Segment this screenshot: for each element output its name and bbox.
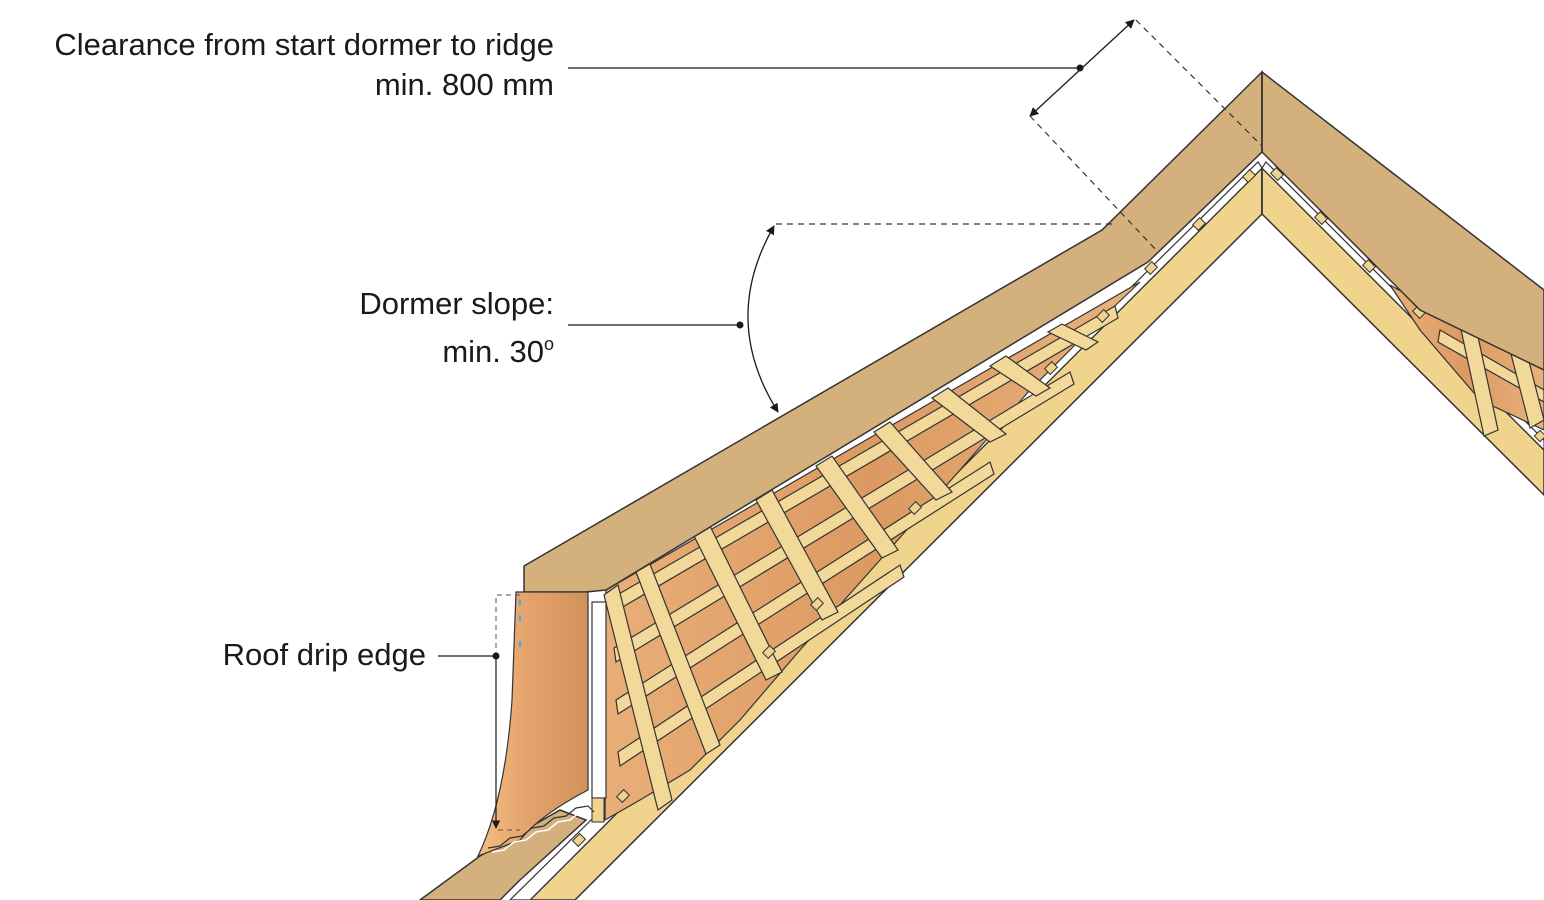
right-cross-battens [1437,317,1544,437]
clearance-extension-upper [1135,19,1263,147]
water-drops [518,598,522,648]
slope-label-value: min. 30 [442,334,544,369]
step-flashing-inner [491,809,591,853]
drip-edge-label-text: Roof drip edge [222,637,426,672]
slope-label: Dormer slope: min. 30o [359,284,554,372]
drip-edge-bracket [495,594,520,831]
drip-edge-fascia [476,591,589,858]
roof-covering-lower [418,809,588,900]
slope-dot [736,321,744,329]
slope-label-line1: Dormer slope: [359,286,554,321]
clearance-label: Clearance from start dormer to ridge min… [54,25,554,105]
drip-edge-label: Roof drip edge [223,635,426,675]
drip-edge-dot [492,652,500,660]
dormer-front-board [591,601,607,799]
dormer-front-post [591,797,605,823]
clearance-dot [1076,64,1084,72]
slope-label-degree: o [543,334,554,354]
slope-angle-arc [747,225,779,413]
clearance-label-line2: min. 800 mm [374,67,554,102]
slope-label-line2: min. 30o [359,324,554,372]
step-flashing [487,805,595,849]
clearance-extension-lower [1029,115,1159,253]
clearance-label-line1: Clearance from start dormer to ridge [54,27,554,62]
tile-markers [571,166,1544,848]
